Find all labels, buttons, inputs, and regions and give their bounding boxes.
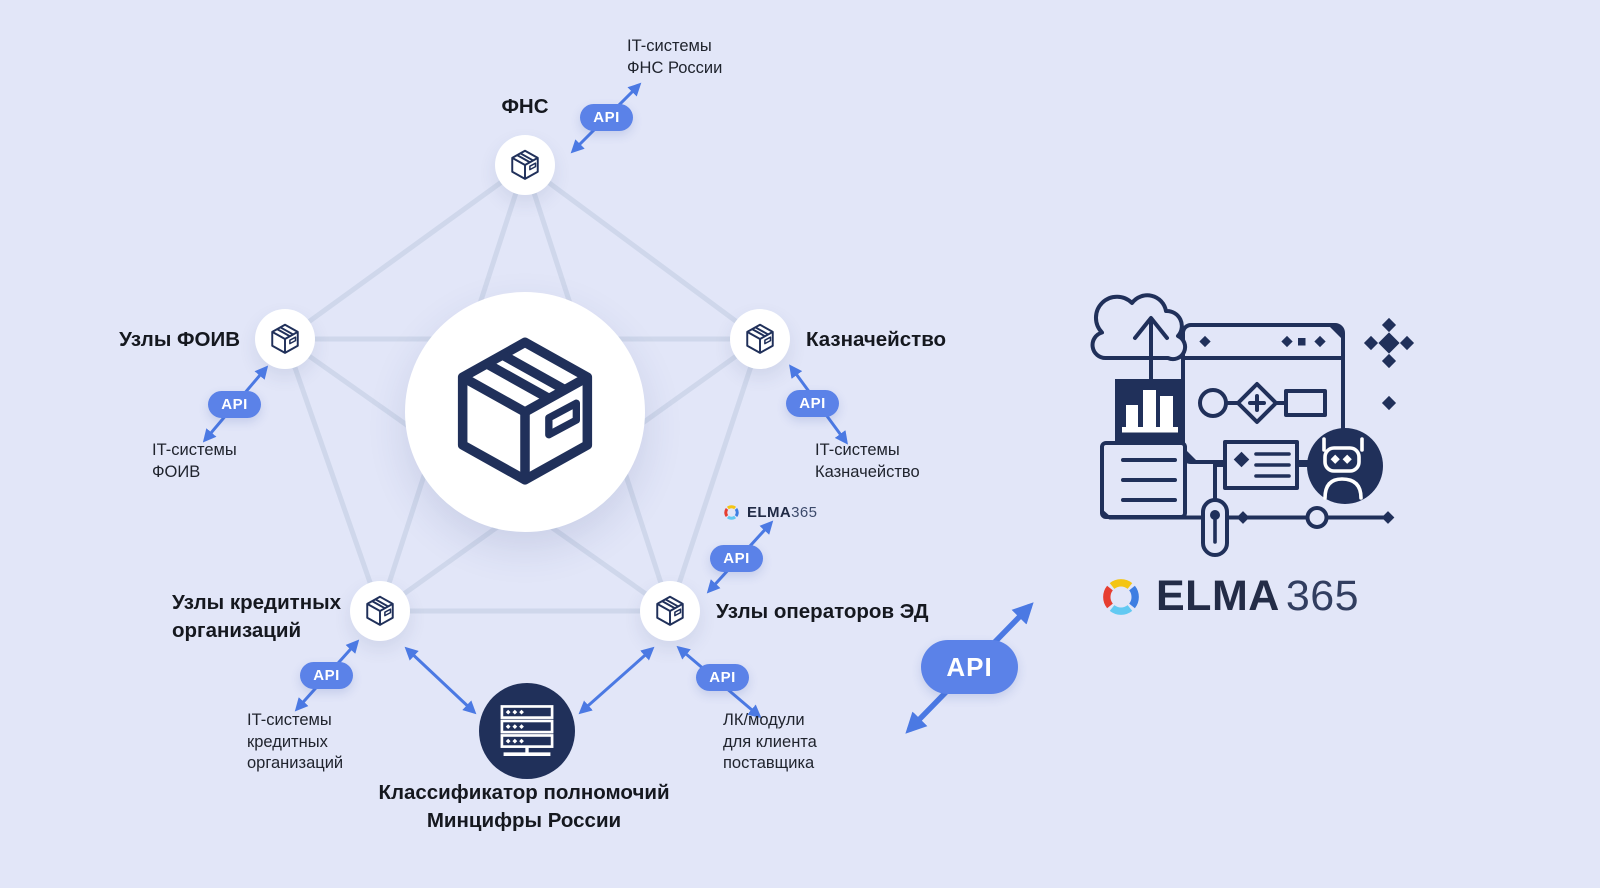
systems-fns: IT-системы ФНС России (627, 36, 722, 79)
title-credit: Узлы кредитных организаций (172, 589, 341, 645)
classifier-caption-line1: Классификатор полномочий (378, 781, 670, 804)
diamond-cluster (1378, 332, 1400, 354)
api-label: API (946, 651, 993, 682)
systems-fns-line2: ФНС России (627, 58, 723, 77)
window-corner-notch (1183, 447, 1198, 462)
systems-treasury: IT-системы Казначейство (815, 440, 920, 483)
elma365-badge-text: ELMA365 (747, 504, 817, 521)
systems-credit-line2: кредитных (247, 732, 328, 751)
systems-credit: IT-системы кредитных организаций (247, 710, 343, 775)
package-box-icon (267, 321, 303, 357)
api-badge-edo-bottom: API (696, 664, 749, 691)
elma365-badge-small: ELMA365 (723, 504, 817, 521)
package-box-icon (507, 147, 543, 183)
systems-treasury-line1: IT-системы (815, 441, 900, 459)
node-edo (640, 581, 700, 641)
api-badge-credit: API (300, 662, 353, 689)
window-corner-notch (1328, 325, 1343, 340)
systems-foiv-line2: ФОИВ (152, 462, 201, 481)
title-credit-line1: Узлы кредитных (172, 591, 342, 614)
server-icon (498, 702, 556, 760)
api-badge-foiv: API (208, 391, 261, 418)
title-foiv: Узлы ФОИВ (119, 328, 240, 351)
systems-credit-line3: организаций (247, 754, 344, 772)
systems-edo: ЛК/модули для клиента поставщика (723, 710, 817, 775)
elma-suffix: 365 (791, 504, 818, 521)
flow-task-rect (1284, 389, 1327, 417)
api-label: API (221, 396, 248, 413)
package-box-icon (742, 321, 778, 357)
node-foiv (255, 309, 315, 369)
classifier-caption-line2: Минцифры России (426, 808, 622, 832)
systems-edo-line3: поставщика (723, 754, 815, 772)
api-label: API (709, 669, 736, 686)
title-edo: Узлы операторов ЭД (716, 600, 929, 623)
systems-edo-line2: для клиента (723, 732, 817, 751)
elma-ring-icon (723, 504, 740, 521)
elma-suffix: 365 (1285, 572, 1360, 620)
systems-foiv: IT-системы ФОИВ (152, 440, 237, 483)
elma-brand: ELMA (1156, 572, 1280, 620)
systems-credit-line1: IT-системы (247, 711, 332, 729)
api-badge-treasury: API (786, 390, 839, 417)
robot-icon (1307, 428, 1383, 504)
api-label: API (799, 395, 826, 412)
package-box-icon (437, 324, 613, 500)
package-box-icon (652, 593, 688, 629)
api-label: API (313, 667, 340, 684)
classifier-circle (479, 683, 575, 779)
api-label: API (723, 550, 750, 567)
systems-edo-line1: ЛК/модули (723, 711, 805, 729)
connector-circle (1305, 506, 1329, 529)
node-fns (495, 135, 555, 195)
node-credit (350, 581, 410, 641)
title-treasury: Казначейство (806, 328, 947, 351)
upload-arrow-icon (1133, 316, 1169, 381)
elma-brand: ELMA (747, 504, 792, 521)
package-box-icon (362, 593, 398, 629)
elma-illustration (1090, 293, 1415, 557)
central-hub-circle (405, 292, 645, 532)
api-badge-elma: API (921, 640, 1018, 694)
systems-treasury-line2: Казначейство (815, 462, 920, 481)
elma-ring-icon (1100, 576, 1142, 618)
cloud-icon (1090, 293, 1188, 362)
api-badge-edo-top: API (710, 545, 763, 572)
node-treasury (730, 309, 790, 369)
systems-foiv-line1: IT-системы (152, 441, 237, 459)
systems-fns-line1: IT-системы (627, 37, 712, 55)
title-credit-line2: организаций (172, 619, 302, 642)
classifier-caption: Классификатор полномочий Минцифры России (354, 779, 694, 834)
title-fns: ФНС (501, 95, 549, 118)
